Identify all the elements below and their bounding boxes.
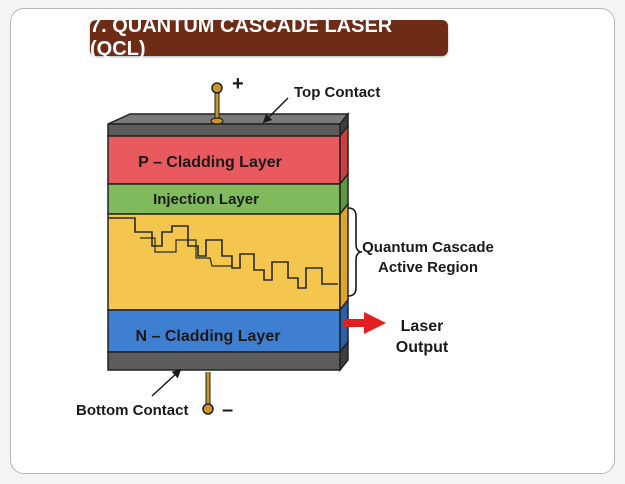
p-cladding-label: P – Cladding Layer [138,154,282,171]
n-cladding-layer [107,309,341,353]
active-region-side [339,201,349,313]
top-contact-label: Top Contact [294,84,380,101]
minus-sign: – [222,399,233,421]
injection-label: Injection Layer [153,191,259,208]
top-pin-head [211,82,223,94]
bottom-contact-side [339,339,349,373]
top-contact-top-face [107,113,350,125]
active-region-label-line1: Quantum Cascade [362,239,494,256]
bottom-contact-arrow [151,368,182,397]
diagram-title: 7. QUANTUM CASCADE LASER (QCL) [90,15,393,60]
bottom-contact-label: Bottom Contact [76,402,189,419]
cascade-staircase-line-lower [140,237,232,267]
laser-output-label-line1: Laser [401,318,444,335]
bottom-contact-layer [107,351,341,371]
n-cladding-label: N – Cladding Layer [136,328,281,345]
active-region-layer [107,213,341,311]
top-contact-arrow [262,97,289,124]
plus-sign: + [232,73,244,95]
title-banner: 7. QUANTUM CASCADE LASER (QCL) [90,15,448,60]
laser-output-label-line2: Output [396,339,449,356]
top-contact-layer [107,123,341,137]
active-region-label-line2: Active Region [378,259,478,276]
laser-output-arrow [344,312,386,334]
active-region-brace [347,207,363,297]
bottom-pin-head [202,403,214,415]
cascade-staircase-line [108,217,338,289]
top-pin-base [210,117,224,125]
p-cladding-layer [107,135,341,185]
